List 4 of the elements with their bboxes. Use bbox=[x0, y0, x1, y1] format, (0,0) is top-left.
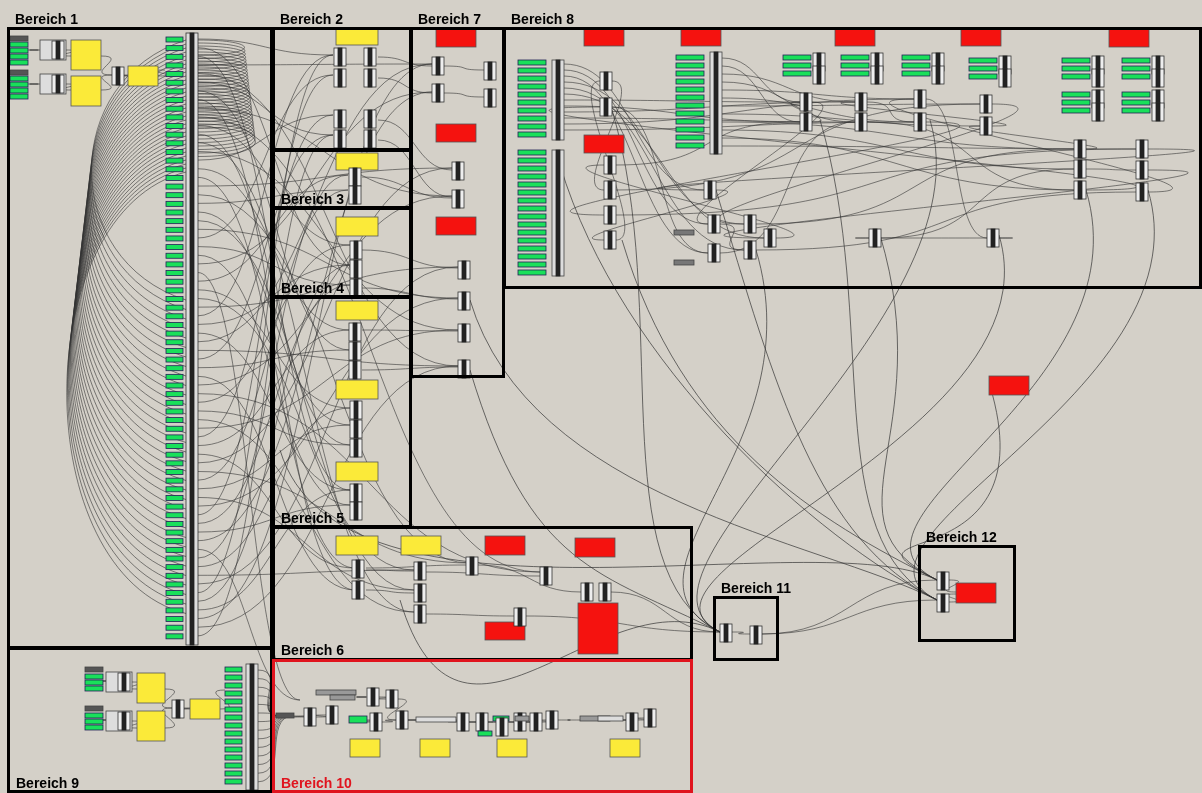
region-label: Bereich 8 bbox=[511, 11, 575, 27]
region-label: Bereich 1 bbox=[15, 11, 79, 27]
region-label: Bereich 7 bbox=[418, 11, 482, 27]
region-label: Bereich 2 bbox=[280, 11, 344, 27]
